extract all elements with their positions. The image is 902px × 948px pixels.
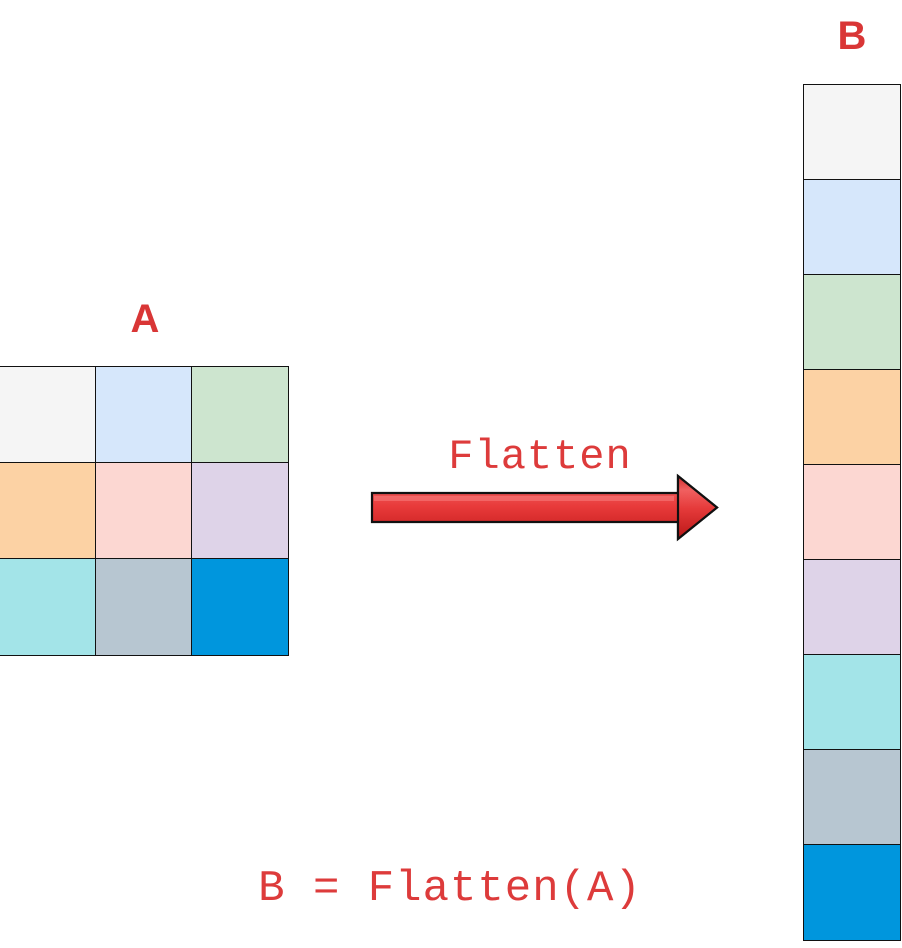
cell-a-0-2	[191, 366, 289, 464]
cell-a-0-1	[95, 366, 193, 464]
cell-a-2-0	[0, 558, 97, 656]
formula-caption: B = Flatten(A)	[258, 864, 642, 914]
cell-a-1-2	[191, 462, 289, 560]
vector-b-label: B	[837, 14, 867, 58]
cell-b-2	[803, 274, 901, 371]
cell-b-6	[803, 654, 901, 751]
cell-b-0	[803, 84, 901, 181]
cell-b-4	[803, 464, 901, 561]
flatten-arrow-icon	[370, 473, 719, 542]
cell-b-3	[803, 369, 901, 466]
matrix-a-label: A	[130, 297, 160, 341]
cell-b-8	[803, 844, 901, 941]
cell-a-1-0	[0, 462, 97, 560]
cell-b-1	[803, 179, 901, 276]
cell-b-5	[803, 559, 901, 656]
matrix-a-grid	[0, 366, 289, 656]
vector-b-grid	[803, 84, 901, 941]
cell-a-1-1	[95, 462, 193, 560]
cell-a-0-0	[0, 366, 97, 464]
flatten-operation-label: Flatten	[448, 433, 632, 481]
cell-b-7	[803, 749, 901, 846]
cell-a-2-1	[95, 558, 193, 656]
cell-a-2-2	[191, 558, 289, 656]
